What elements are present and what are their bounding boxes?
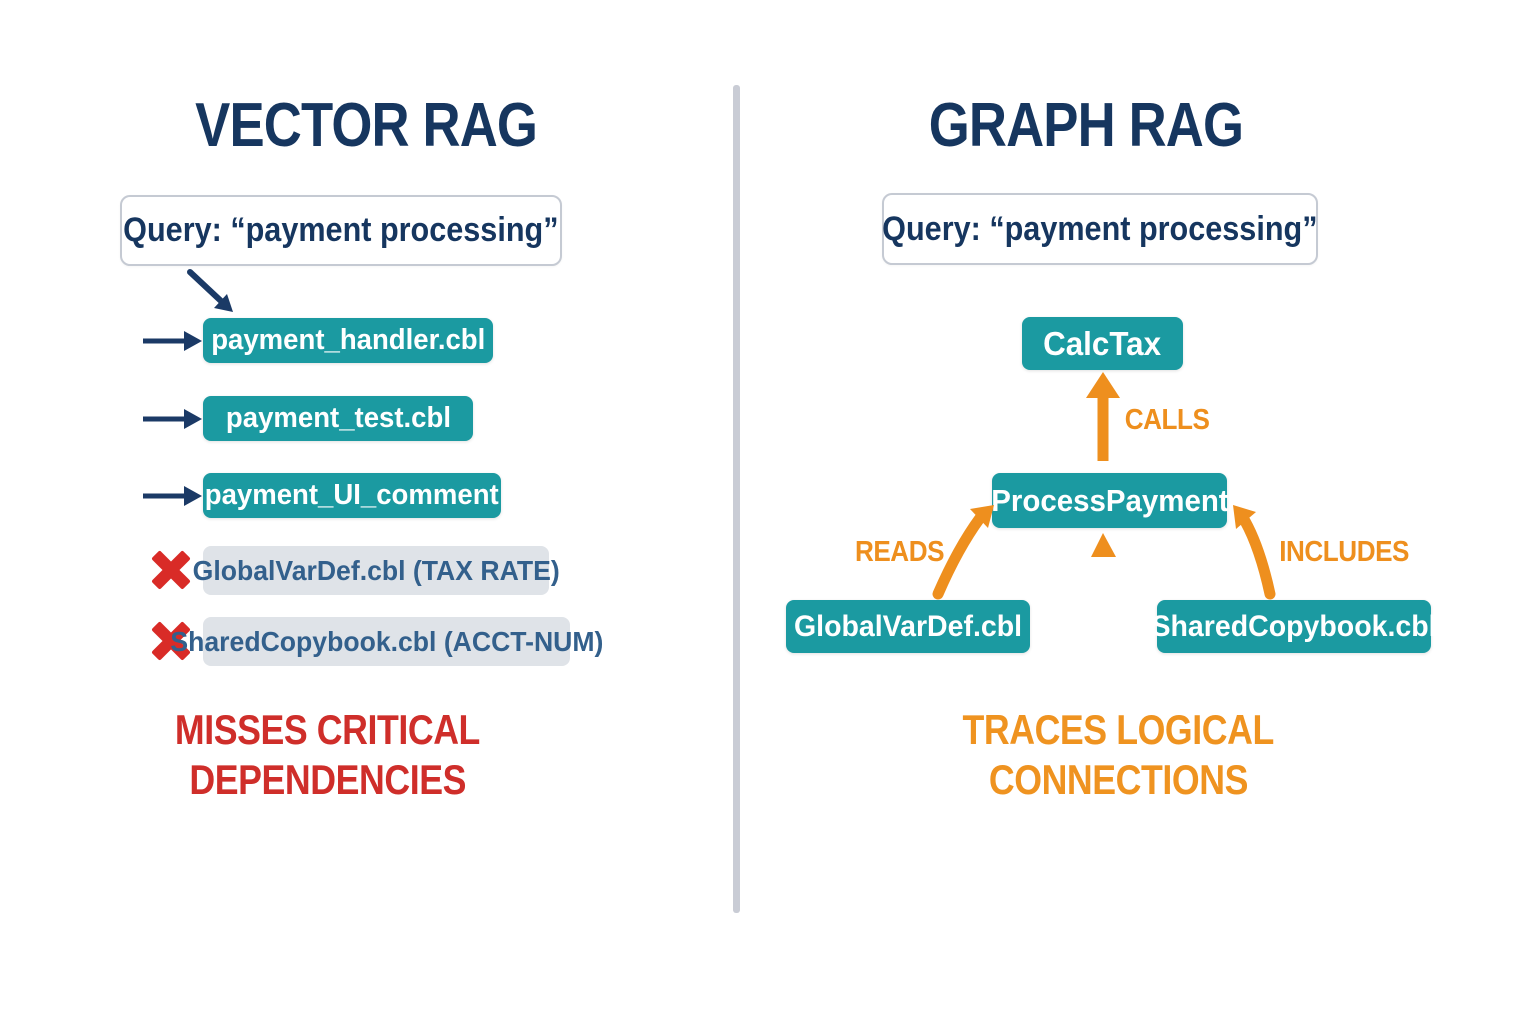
- caption-line: TRACES LOGICAL: [962, 706, 1274, 753]
- vector-rag-caption: MISSES CRITICAL DEPENDENCIES: [60, 705, 595, 804]
- graph-rag-title: GRAPH RAG: [740, 90, 1432, 161]
- node-calctax: CalcTax: [1022, 317, 1183, 370]
- missed-box-globalvardef: GlobalVarDef.cbl (TAX RATE): [192, 546, 560, 595]
- result-label: payment_UI_comment: [205, 479, 499, 511]
- arrow-reads: [932, 505, 994, 600]
- result-label: payment_handler.cbl: [210, 324, 486, 356]
- result-label: payment_test.cbl: [225, 402, 451, 434]
- missed-box-sharedcopybook: SharedCopybook.cbl (ACCT-NUM): [170, 617, 603, 666]
- graph-rag-title-text: GRAPH RAG: [928, 91, 1244, 160]
- node-processpayment: ProcessPayment: [990, 473, 1229, 528]
- caption-line: DEPENDENCIES: [189, 755, 466, 803]
- missed-label: SharedCopybook.cbl (ACCT-NUM): [170, 625, 603, 657]
- missed-label: GlobalVarDef.cbl (TAX RATE): [192, 554, 560, 586]
- node-label: CalcTax: [1043, 324, 1162, 362]
- arrow-to-result-1: [143, 331, 202, 351]
- graph-rag-caption: TRACES LOGICAL CONNECTIONS: [850, 705, 1386, 804]
- node-globalvardef: GlobalVarDef.cbl: [786, 600, 1030, 653]
- triangle-under-processpayment: [1091, 533, 1116, 557]
- graph-query-text: Query: “payment processing”: [882, 209, 1318, 248]
- vector-query-text: Query: “payment processing”: [123, 211, 559, 249]
- vector-query-box: Query: “payment processing”: [120, 195, 562, 266]
- node-sharedcopybook: SharedCopybook.cbl: [1151, 600, 1437, 653]
- arrow-includes: [1233, 505, 1276, 600]
- result-box-payment-handler: payment_handler.cbl: [203, 318, 493, 363]
- caption-line: MISSES CRITICAL: [174, 706, 481, 753]
- edge-label-calls: CALLS: [1120, 404, 1214, 437]
- arrow-query-to-results: [187, 269, 233, 312]
- node-label: SharedCopybook.cbl: [1151, 609, 1437, 643]
- edge-label-text: CALLS: [1124, 404, 1210, 436]
- edge-label-text: READS: [854, 536, 945, 568]
- graph-query-box: Query: “payment processing”: [882, 193, 1318, 265]
- edge-label-includes: INCLUDES: [1272, 536, 1416, 569]
- caption-line: CONNECTIONS: [988, 755, 1248, 803]
- x-icon: [149, 548, 193, 592]
- vector-rag-title-text: VECTOR RAG: [195, 91, 539, 160]
- node-label: GlobalVarDef.cbl: [793, 609, 1023, 643]
- vector-rag-title: VECTOR RAG: [0, 90, 733, 161]
- arrow-to-result-3: [143, 486, 202, 506]
- arrow-to-result-2: [143, 409, 202, 429]
- node-label: ProcessPayment: [990, 482, 1229, 518]
- vertical-divider: [733, 85, 740, 913]
- edge-label-reads: READS: [850, 536, 945, 569]
- arrow-calls: [1086, 372, 1120, 461]
- edge-label-text: INCLUDES: [1279, 536, 1410, 568]
- result-box-payment-test: payment_test.cbl: [203, 396, 473, 441]
- result-box-payment-ui-comment: payment_UI_comment: [203, 473, 501, 518]
